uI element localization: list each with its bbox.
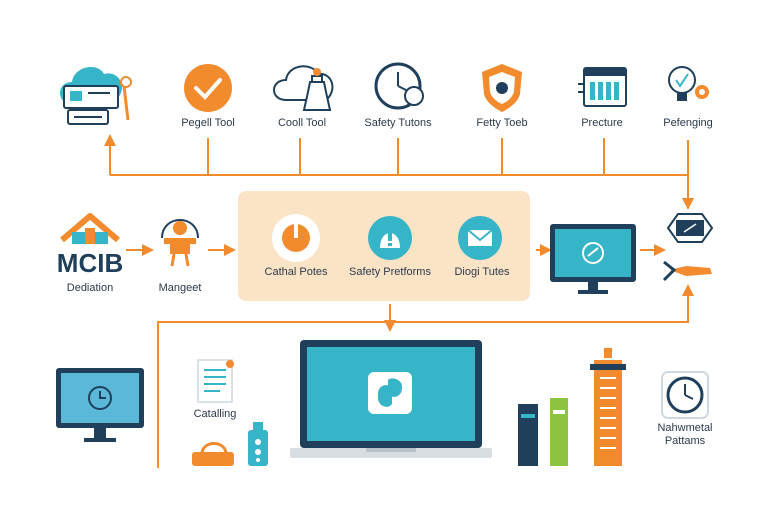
orange-check-icon xyxy=(184,64,232,112)
label-pegell-tool: Pegell Tool xyxy=(181,117,235,129)
lightbulb-gear-icon xyxy=(668,66,709,101)
monitor-clock-icon xyxy=(56,368,144,442)
cloud-server-icon xyxy=(60,67,132,125)
laptop-icon xyxy=(290,340,492,458)
catalog-document-icon xyxy=(197,359,234,403)
connectors xyxy=(104,134,694,468)
binders-icon xyxy=(518,398,568,466)
orange-circle-icon xyxy=(272,214,320,262)
label-safety-pretforms: Safety Pretforms xyxy=(349,266,431,278)
label-mangeet: Mangeet xyxy=(158,282,202,294)
cloud-bottle-icon xyxy=(273,65,334,111)
toolbox-icon xyxy=(192,442,234,466)
label-cooll-tool: Cooll Tool xyxy=(277,117,327,129)
bottom-bus-line xyxy=(157,284,694,468)
label-safety-tutons: Safety Tutons xyxy=(364,117,432,129)
label-diogi-tutes: Diogi Tutes xyxy=(454,266,510,278)
label-pefenging: Pefenging xyxy=(663,117,713,129)
label-fetty-toeb: Fetty Toeb xyxy=(476,117,528,129)
desk-person-icon xyxy=(161,219,199,267)
shield-icon xyxy=(482,64,522,112)
label-precture: Precture xyxy=(581,117,623,129)
monitor-check-icon xyxy=(550,224,636,294)
logo-text: MCIB xyxy=(57,248,123,278)
house-logo-icon xyxy=(60,213,120,244)
server-rack-icon xyxy=(578,67,627,107)
label-dediation: Dediation xyxy=(66,282,114,294)
label-pattams: Pattams xyxy=(664,435,706,447)
spray-bottle-icon xyxy=(248,422,268,466)
clock-icon xyxy=(374,62,424,110)
server-tower-icon xyxy=(590,348,626,466)
wrench-icon xyxy=(662,260,712,282)
mail-icon xyxy=(458,216,502,260)
wall-clock-icon xyxy=(661,371,709,419)
alert-icon xyxy=(368,216,412,260)
label-nahwmetal: Nahwmetal xyxy=(657,422,713,434)
tablet-icon xyxy=(666,213,714,243)
label-cathal-potes: Cathal Potes xyxy=(264,266,328,278)
label-catalling: Catalling xyxy=(193,408,237,420)
